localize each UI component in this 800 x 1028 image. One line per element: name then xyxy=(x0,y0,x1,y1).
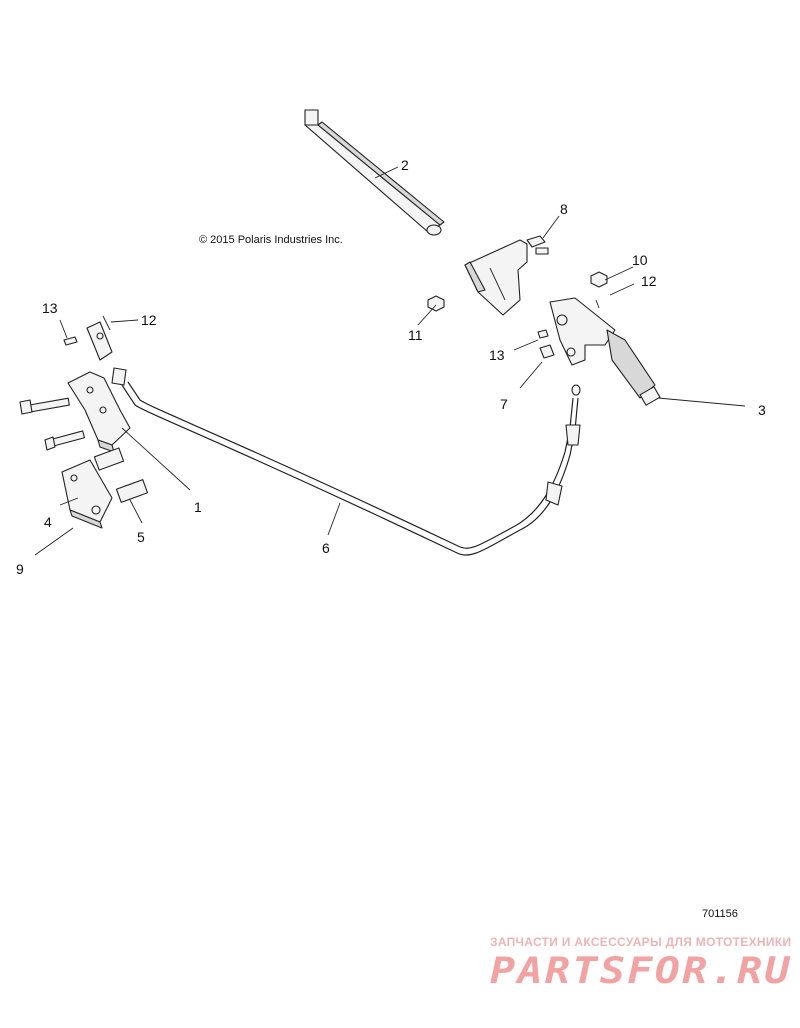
callout-8: 8 xyxy=(560,201,568,217)
nut-part-10 xyxy=(590,271,608,288)
long-bolt-left-lower xyxy=(44,430,86,451)
bolt-part-7 xyxy=(539,344,555,359)
bolt-part-13-right xyxy=(537,329,549,339)
brake-cable-part-6 xyxy=(111,367,581,556)
pin-part-12-left xyxy=(102,315,111,331)
long-bolt-left-upper xyxy=(19,397,70,415)
callout-11: 11 xyxy=(408,327,423,343)
callout-9: 9 xyxy=(16,561,24,577)
callout-6: 6 xyxy=(322,540,330,556)
leader-lines xyxy=(34,166,746,556)
pin-part-12-right xyxy=(595,299,600,309)
figure-number: 701156 xyxy=(702,908,738,920)
spacer-part-5 xyxy=(115,479,149,503)
watermark-tagline: ЗАПЧАСТИ И АКСЕССУАРЫ ДЛЯ МОТОТЕХНИКИ xyxy=(490,935,791,949)
support-rod-part-2 xyxy=(304,109,445,236)
callout-10: 10 xyxy=(632,252,648,268)
bolt-part-13-left xyxy=(63,336,78,346)
callout-4: 4 xyxy=(44,514,52,530)
watermark-logo: PARTSFOR.RU xyxy=(490,951,792,992)
nut-part-11 xyxy=(427,295,445,312)
callout-2: 2 xyxy=(401,157,409,173)
handbrake-lever-part-3 xyxy=(549,297,661,406)
callout-1: 1 xyxy=(194,499,202,515)
callout-13-right: 13 xyxy=(489,347,505,363)
callout-12-right: 12 xyxy=(641,273,657,289)
sleeve-upper xyxy=(93,447,125,471)
bracket-part-8 xyxy=(464,235,549,316)
callout-12-left: 12 xyxy=(141,312,157,328)
callout-13-left: 13 xyxy=(42,300,58,316)
callout-5: 5 xyxy=(137,529,145,545)
callout-7: 7 xyxy=(500,396,508,412)
copyright-text: © 2015 Polaris Industries Inc. xyxy=(199,234,343,246)
pedal-bracket-part-4 xyxy=(61,459,113,529)
clevis-left xyxy=(86,321,113,361)
callout-3: 3 xyxy=(758,402,766,418)
